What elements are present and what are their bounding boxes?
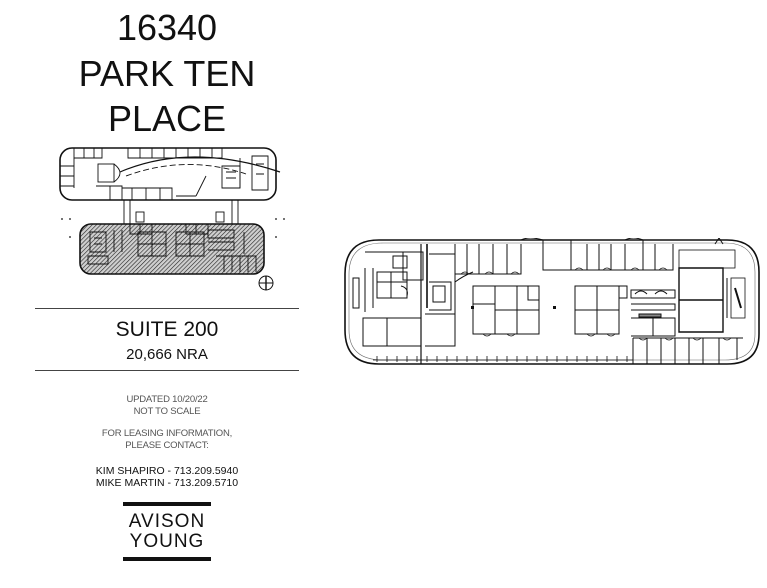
building-name-line2: PLACE: [107, 98, 227, 139]
suite-label: SUITE 200: [115, 318, 219, 341]
scale-note: NOT TO SCALE: [133, 406, 201, 417]
logo-line1: AVISON: [128, 511, 206, 532]
contact-mike-martin: MIKE MARTIN - 713.209.5710: [95, 477, 239, 489]
key-plan: [59, 147, 285, 291]
updated-date: UPDATED 10/20/22: [126, 394, 208, 405]
north-arrow-icon: [258, 275, 274, 291]
logo-line2: YOUNG: [129, 531, 205, 552]
suite-area: 20,666 NRA: [126, 346, 208, 363]
divider-top: [35, 308, 299, 309]
divider-bottom: [35, 370, 299, 371]
building-name-line1: PARK TEN: [78, 53, 256, 94]
leasing-info-line2: PLEASE CONTACT:: [125, 440, 209, 451]
suite-floor-plan: [344, 238, 760, 365]
contact-kim-shapiro: KIM SHAPIRO - 713.209.5940: [95, 465, 239, 477]
avison-young-logo: AVISON YOUNG: [123, 502, 211, 561]
logo-bar-top: [123, 502, 211, 506]
address-number: 16340: [116, 7, 218, 48]
logo-bar-bottom: [123, 557, 211, 561]
leasing-info-line1: FOR LEASING INFORMATION,: [101, 428, 233, 439]
